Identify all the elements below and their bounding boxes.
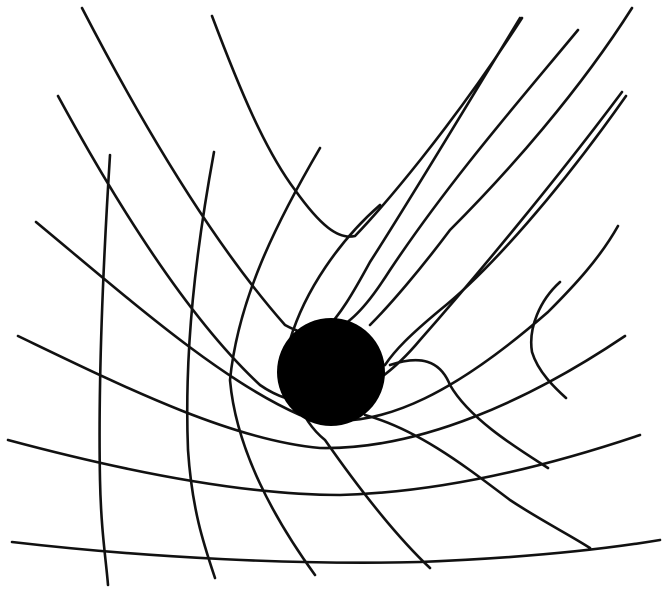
central-mass <box>277 318 385 426</box>
